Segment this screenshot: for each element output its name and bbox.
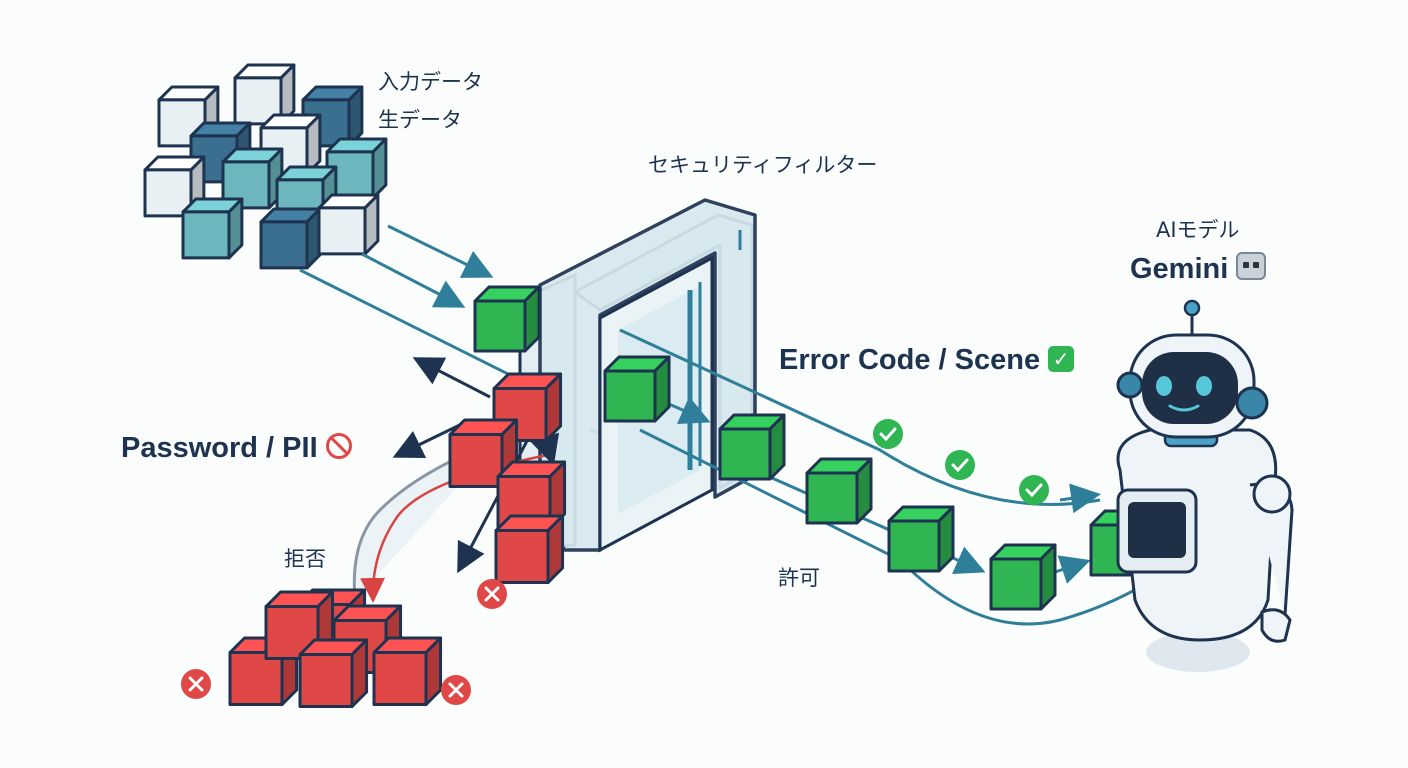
robot-face-icon — [1236, 252, 1267, 280]
rejected-data-cubes — [228, 372, 567, 709]
rejected-x-marks — [181, 579, 507, 705]
allowed-types-title: Error Code / Scene ✓ — [779, 344, 1075, 377]
raw-data-cube — [259, 207, 322, 270]
raw-data-cube — [259, 113, 322, 176]
allowed-label: 許可 — [778, 566, 820, 590]
input-flow-arrows — [299, 224, 521, 382]
prohibited-icon — [325, 433, 352, 459]
input-data-label: 入力データ — [378, 70, 483, 94]
raw-data-cube-cluster — [143, 63, 388, 270]
robot-ai-model-icon — [1116, 299, 1294, 672]
check-icon — [873, 419, 903, 449]
gemini-title: Gemini — [1130, 252, 1267, 286]
allowed-data-cube — [473, 285, 541, 353]
ai-model-label: AIモデル — [1156, 218, 1240, 242]
rejected-data-cube — [298, 638, 369, 709]
blocked-types-title: Password / PII — [121, 432, 352, 465]
check-icon — [1019, 475, 1049, 505]
x-icon — [441, 675, 471, 705]
check-icon — [945, 450, 975, 480]
x-icon — [181, 669, 211, 699]
allowed-data-cube — [805, 457, 873, 525]
allowed-check-marks — [873, 419, 1049, 505]
gemini-label: Gemini — [1130, 253, 1229, 285]
rejected-data-cube — [496, 460, 567, 531]
security-filter-label: セキュリティフィルター — [648, 153, 878, 177]
rejected-label: 拒否 — [284, 547, 326, 571]
raw-data-cube — [317, 193, 380, 256]
raw-data-cube — [181, 197, 244, 260]
allowed-data-cube — [989, 543, 1057, 611]
x-icon — [477, 579, 507, 609]
rejected-data-cube — [228, 636, 299, 707]
raw-data-cube — [221, 147, 284, 210]
raw-data-label: 生データ — [378, 108, 462, 132]
allowed-data-cube — [603, 355, 671, 423]
allowed-data-cube — [718, 413, 786, 481]
check-square-icon: ✓ — [1048, 346, 1075, 372]
allowed-data-cube — [887, 505, 955, 573]
allowed-types-label: Error Code / Scene — [779, 344, 1041, 376]
rejected-data-cube — [372, 636, 443, 707]
raw-data-cube — [301, 85, 364, 148]
rejected-data-cube — [494, 514, 565, 585]
blocked-types-label: Password / PII — [121, 432, 318, 464]
